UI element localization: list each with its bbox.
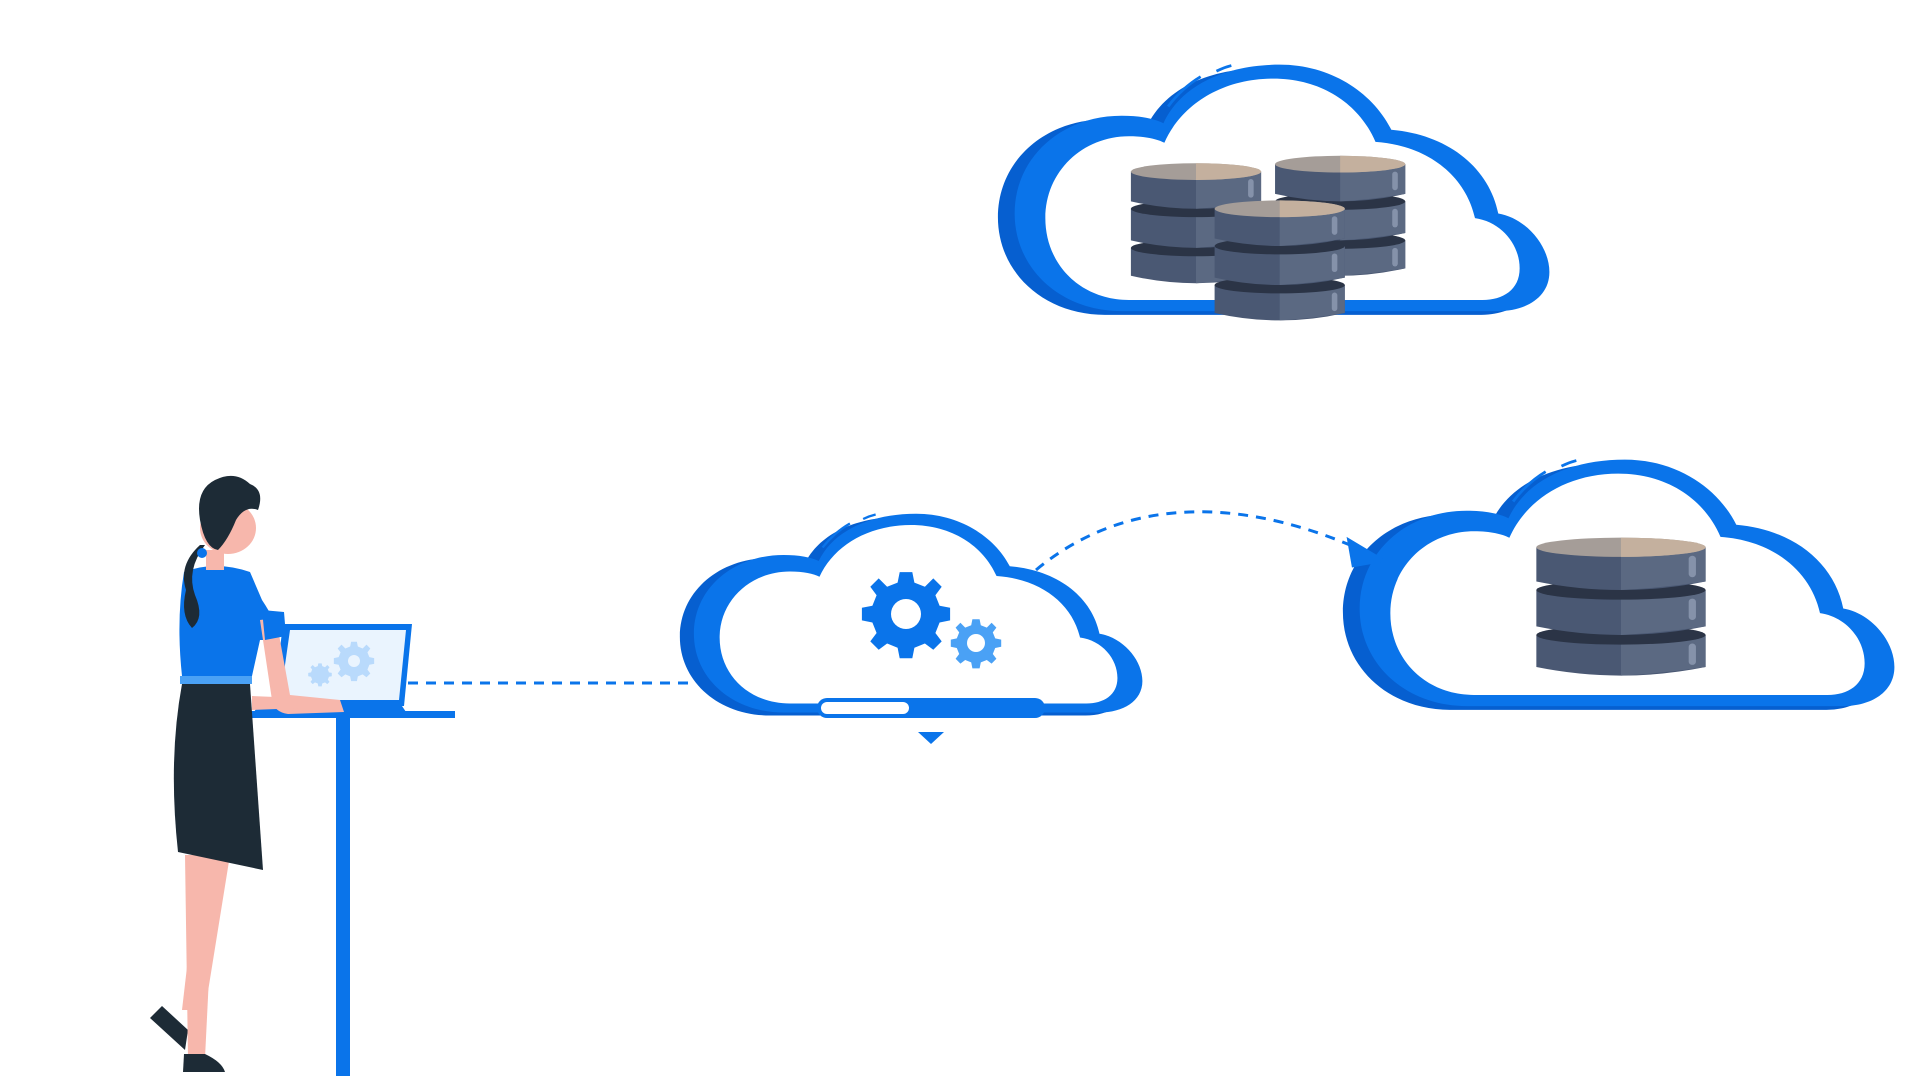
download-arrow-icon (918, 732, 944, 744)
skirt (173, 684, 263, 870)
shoe-back (150, 1006, 188, 1050)
connector-cloud-to-database (1035, 510, 1351, 572)
progress-bar (817, 698, 1045, 718)
shirt (179, 566, 277, 676)
storage-cloud-small (1342, 459, 1895, 710)
woman-figure (150, 475, 344, 1072)
arrow-head-icon (1346, 536, 1388, 568)
standing-desk (250, 711, 455, 1076)
laptop-icon (254, 624, 412, 712)
shoe-front (183, 1054, 225, 1072)
cloud-shine-line (1166, 75, 1202, 108)
processing-cloud (679, 513, 1143, 716)
laptop-gear-icon (308, 641, 375, 687)
storage-cloud-large (997, 64, 1550, 321)
database-icon (1536, 537, 1706, 676)
progress-bar-fill (821, 702, 909, 714)
gears-icon (861, 572, 1002, 669)
hair (199, 475, 261, 550)
